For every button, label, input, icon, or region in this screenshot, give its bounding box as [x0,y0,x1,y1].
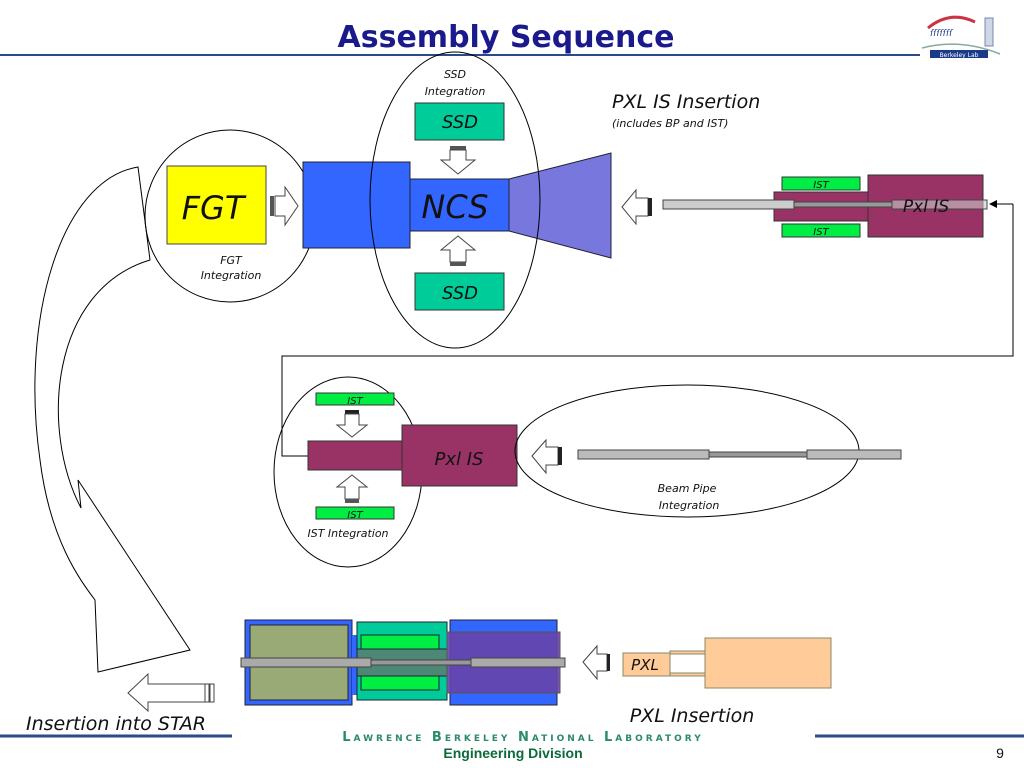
assembly-pipe-left [240,657,372,668]
connector-line [281,204,1014,457]
page-number: 9 [996,745,1004,761]
arrow-left-icon [127,672,215,713]
pxl-insertion-caption: PXL Insertion [630,705,755,727]
ssd-caption-2: Integration [425,85,486,98]
fgt-caption-1: FGT [220,254,243,267]
logo-swoosh [921,43,1001,55]
slide-title: Assembly Sequence [338,20,675,55]
arrow-left-icon [621,188,652,226]
pxl-is-top-label: Pxl IS [903,197,949,217]
arrow-up-icon [439,235,477,266]
ist-mid-top-label: IST [347,396,363,407]
ssd-top-label: SSD [442,112,478,133]
pxl-is-box-mid [401,424,518,487]
pxl-carrier [704,637,832,689]
ncs-label: NCS [421,188,488,226]
ist-mid-bottom-label: IST [347,510,363,521]
assembly-ist-bottom [360,675,440,691]
ist-mid-bottom [315,506,395,520]
beam-pipe-caption-2: Integration [659,499,720,512]
beam-pipe-caption-1: Beam Pipe [658,482,717,495]
beam-pipe-mid-right [806,449,902,460]
pxl-rail-bottom [669,672,711,677]
ssd-caption-1: SSD [444,68,466,81]
berkeley-lab-logo: ſſſſſſſ Berkeley Lab [921,15,1001,59]
logo-tower [984,17,994,47]
assembly-pipe-center [370,659,472,666]
arrow-left-icon [531,438,562,475]
arrow-down-icon [335,410,369,438]
ssd-integration-ellipse [369,51,541,349]
fgt-label: FGT [182,189,247,227]
pxl-rail-top [669,650,711,655]
beam-pipe-mid-center [708,451,808,458]
ist-top-a-label: IST [813,180,829,191]
ncs-large-cylinder [302,161,411,249]
pxl-box [622,652,671,677]
pxl-label: PXL [631,656,659,674]
ncs-cone [508,152,612,259]
ist-top-b-label: IST [813,227,829,238]
fgt-box [166,165,267,245]
arrow-down-icon [439,146,477,175]
beam-pipe-left [662,199,795,210]
return-arrow [34,166,191,673]
beam-pipe-mid-left [577,449,710,460]
ssd-top-box [414,102,505,141]
ncs-box [409,178,510,232]
logo-banner [930,50,988,58]
assembly-ist-top [360,634,440,650]
logo-text: Berkeley Lab [940,52,979,59]
assembly-pipe-right [470,657,566,668]
beam-pipe-right [891,199,988,210]
logo-marks: ſſſſſſſ [930,29,954,39]
arrow-right-icon [270,185,299,227]
ssd-bottom-label: SSD [442,283,478,304]
footer-lab-name: Lawrence Berkeley National Laboratory [342,730,703,745]
arrow-up-icon [335,474,369,503]
ist-top-a [781,176,861,191]
pxl-is-sleeve-mid [307,440,403,471]
pxl-is-insertion-title: PXL IS Insertion [612,91,760,113]
ist-top-b [781,223,861,238]
arrow-left-icon [582,644,610,681]
logo-arc [927,15,976,30]
fgt-caption-2: Integration [201,269,262,282]
ist-integration-caption: IST Integration [307,527,388,540]
pxl-is-insertion-subtitle: (includes BP and IST) [612,117,728,130]
ssd-bottom-box [414,272,505,311]
pxl-is-mid-label: Pxl IS [435,449,484,470]
footer-division: Engineering Division [443,745,582,761]
beam-pipe-center [793,201,893,208]
ist-mid-top [315,392,395,406]
insertion-into-star-caption: Insertion into STAR [26,713,206,735]
